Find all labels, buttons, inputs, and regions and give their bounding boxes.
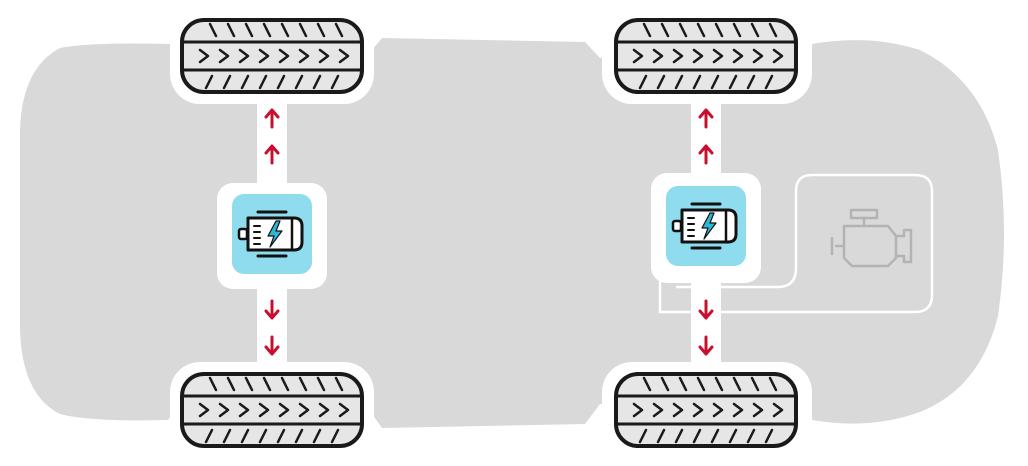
combustion-engine-icon [830, 208, 913, 268]
tire-rear-left [614, 18, 798, 94]
tire-front-left [180, 18, 364, 94]
rear-axle-bottom [691, 282, 721, 372]
engine-housing-outline [658, 173, 934, 314]
rear-electric-motor-icon [664, 184, 748, 268]
tire-rear-right [614, 372, 798, 448]
tire-front-right [180, 372, 364, 448]
front-electric-motor-icon [230, 192, 314, 276]
car-body [20, 38, 1004, 428]
